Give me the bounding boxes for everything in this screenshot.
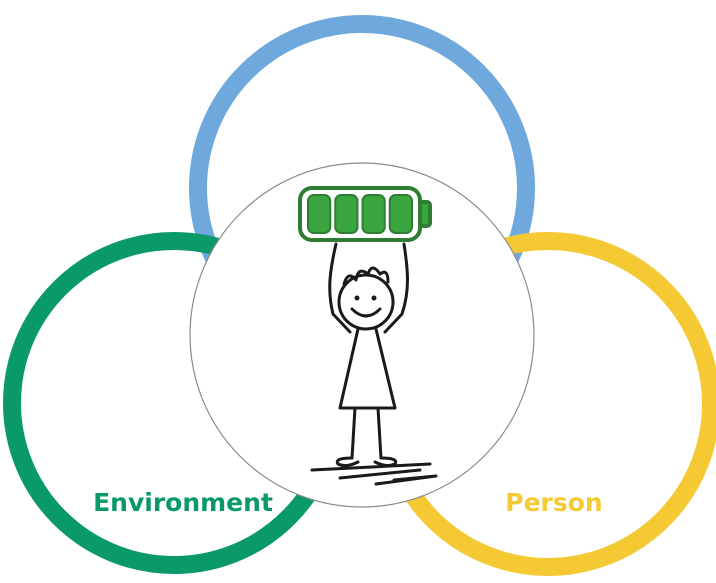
center-image-frame: [189, 162, 535, 508]
battery-cell: [334, 194, 359, 234]
battery-cell: [307, 194, 332, 234]
battery-icon: [298, 186, 432, 242]
stick-figure-holding-full-battery-icon: [298, 186, 438, 486]
battery-cell: [388, 194, 413, 234]
person-label: Person: [505, 488, 602, 517]
environment-label: Environment: [93, 488, 273, 517]
battery-cell: [361, 194, 386, 234]
